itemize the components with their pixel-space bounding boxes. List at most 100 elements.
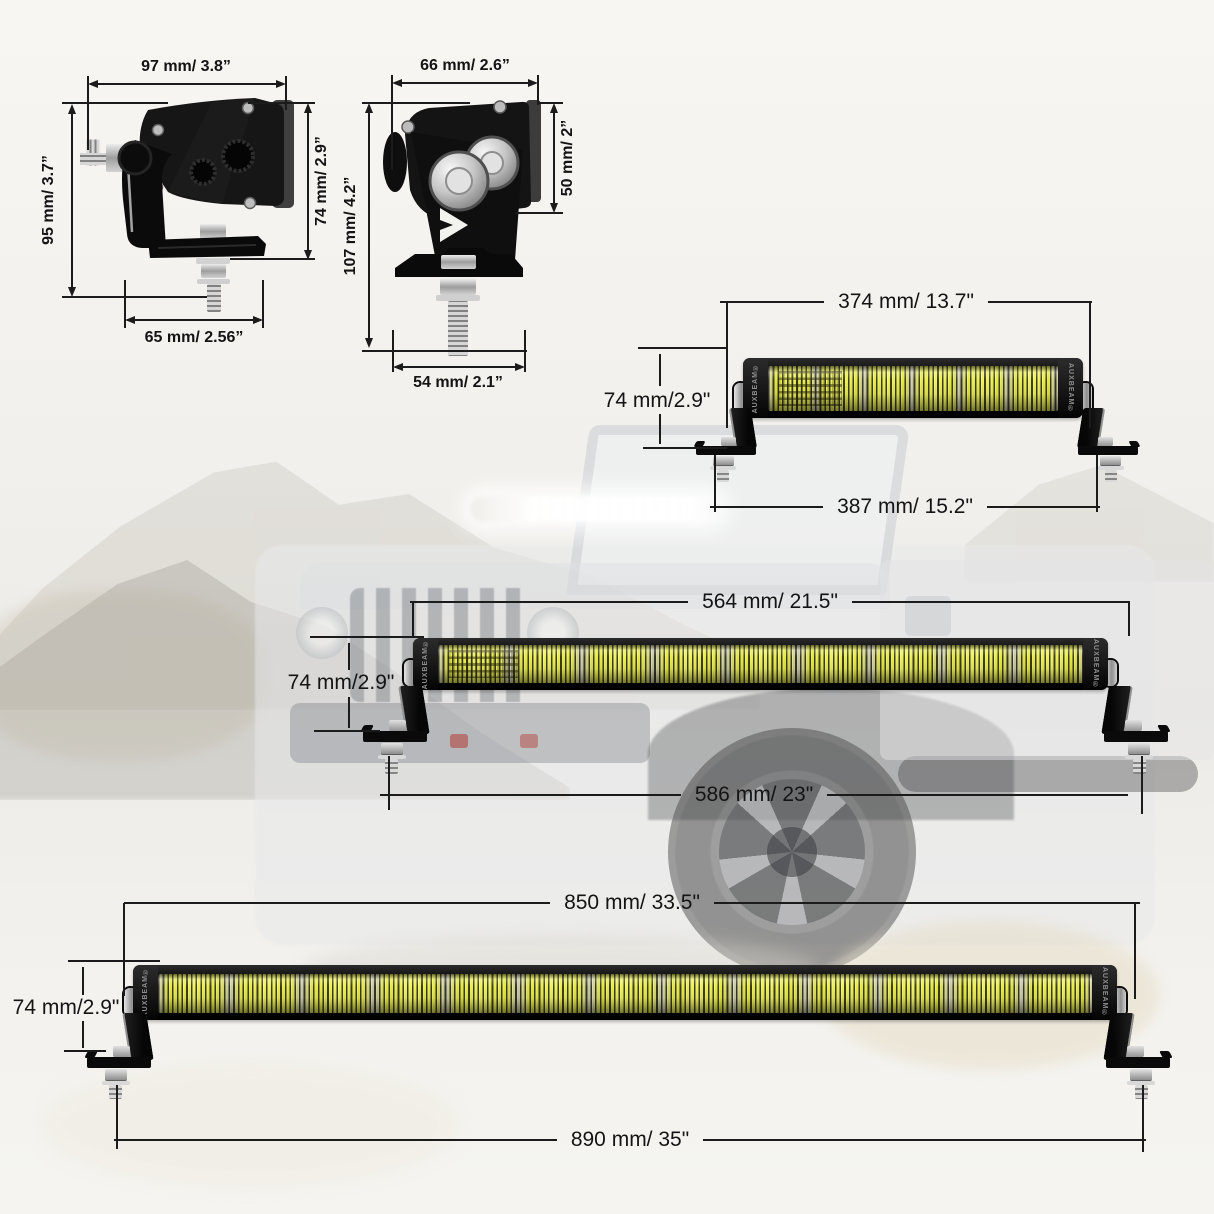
- mount-bracket-left: [87, 1013, 154, 1099]
- hex-nut: [1129, 1068, 1153, 1080]
- led-lens: [158, 974, 1092, 1013]
- bushes-left: [0, 590, 270, 760]
- roof-lightbar-glow: [470, 496, 722, 522]
- ext-line: [123, 903, 125, 996]
- brand-logo: AUXBEAM®: [752, 362, 759, 414]
- side-view-height-right-dimline: [303, 103, 312, 260]
- bolt-head: [389, 719, 406, 731]
- front-view-product-photo: [383, 100, 541, 356]
- ext-line: [659, 354, 661, 386]
- side-view-height-left-dimline: [67, 104, 76, 297]
- threaded-bolt: [1133, 759, 1146, 774]
- ext-line: [1134, 903, 1136, 999]
- hex-nut: [1127, 743, 1151, 755]
- jeep-wheel-hub: [767, 827, 817, 877]
- end-cap-right: AUXBEAM®: [1083, 638, 1108, 690]
- hex-nut: [380, 743, 404, 755]
- ext-line: [1089, 302, 1091, 428]
- brand-logo: AUXBEAM®: [142, 967, 149, 1018]
- ext-line: [524, 330, 526, 372]
- side-view-height-right-label: 74 mm/ 2.9”: [313, 136, 330, 226]
- side-view-width-top-dimline: [88, 79, 286, 88]
- ext-line: [362, 350, 527, 352]
- ext-line: [262, 280, 264, 328]
- ext-line: [82, 1021, 84, 1048]
- brand-logo: AUXBEAM®: [422, 638, 429, 690]
- bracket-foot: [363, 731, 428, 743]
- dim-bar1-mount: 387 mm/ 15.2": [710, 494, 1101, 520]
- ext-line: [659, 414, 661, 444]
- bolt-head: [720, 436, 737, 446]
- front-view-height-left-label: 107 mm/ 4.2”: [342, 176, 359, 276]
- front-view-width-top-label: 66 mm/ 2.6”: [420, 57, 510, 74]
- ext-line: [87, 76, 89, 150]
- jeep-tow-hook-left: [450, 734, 468, 748]
- lightbar-small: AUXBEAM® AUXBEAM®: [734, 358, 1092, 418]
- lightbar-medium: AUXBEAM® AUXBEAM®: [404, 638, 1117, 690]
- brand-logo: AUXBEAM®: [1092, 638, 1099, 690]
- side-view-product-photo: [80, 98, 294, 312]
- ext-line: [388, 756, 390, 810]
- ext-line: [515, 212, 563, 214]
- ext-line: [1142, 1085, 1144, 1152]
- hex-nut: [104, 1068, 128, 1080]
- dim-bar2-length-label: 564 mm/ 21.5": [702, 590, 838, 613]
- washer: [710, 466, 737, 470]
- led-lens: [438, 645, 1083, 683]
- threaded-bolt: [109, 1084, 122, 1099]
- jeep-headlight-left: [296, 607, 348, 659]
- washer: [102, 1080, 130, 1085]
- dim-bar3-height-label: 74 mm/2.9": [12, 996, 120, 1019]
- ext-line: [248, 102, 315, 104]
- jeep-tire: [668, 728, 916, 976]
- ext-line: [538, 102, 563, 104]
- bracket-foot: [1077, 446, 1138, 456]
- brand-logo: AUXBEAM®: [1067, 362, 1074, 414]
- dim-bar2-height-label: 74 mm/2.9": [287, 671, 395, 694]
- bracket-foot: [696, 446, 757, 456]
- jeep-bumper: [290, 703, 650, 763]
- ext-line: [116, 1085, 118, 1149]
- ext-line: [285, 76, 287, 110]
- jeep-tow-hook-right: [520, 734, 538, 748]
- ext-line: [1128, 602, 1130, 636]
- front-view-width-top-dimline: [392, 78, 538, 87]
- ext-line: [1141, 756, 1143, 814]
- ext-line: [314, 730, 380, 732]
- bracket-foot: [1103, 731, 1168, 743]
- end-cap-left: AUXBEAM®: [133, 965, 158, 1020]
- ext-line: [412, 602, 414, 636]
- dim-bar1-length: 374 mm/ 13.7": [720, 289, 1093, 315]
- front-view-height-right-dimline: [549, 103, 558, 213]
- ext-line: [348, 697, 350, 728]
- ext-line: [230, 258, 315, 260]
- mount-bracket-left: [696, 408, 759, 482]
- ext-line: [62, 296, 207, 298]
- ext-line: [82, 967, 84, 995]
- bolt-head: [1097, 436, 1114, 446]
- ext-line: [726, 302, 728, 428]
- dim-bar3-length-label: 850 mm/ 33.5": [564, 891, 700, 914]
- front-view-height-right-label: 50 mm/ 2”: [559, 119, 576, 197]
- bolt-head: [1125, 719, 1142, 731]
- ext-line: [391, 75, 393, 170]
- hex-nut: [712, 456, 734, 466]
- dim-bar2-mount: 586 mm/ 23": [380, 782, 1128, 808]
- dim-bar1-mount-label: 387 mm/ 15.2": [837, 495, 973, 518]
- bracket-foot: [87, 1057, 152, 1068]
- end-cap-left: AUXBEAM®: [413, 638, 438, 690]
- dim-bar1-length-label: 374 mm/ 13.7": [838, 290, 974, 313]
- bracket-foot: [1105, 1057, 1170, 1068]
- ext-line: [64, 1050, 106, 1052]
- dim-bar2-mount-label: 586 mm/ 23": [694, 783, 814, 806]
- dim-bar3-mount: 890 mm/ 35": [114, 1127, 1146, 1153]
- ext-line: [124, 280, 126, 328]
- dim-bar2-length: 564 mm/ 21.5": [410, 589, 1131, 615]
- front-view-height-left-dimline: [364, 103, 373, 348]
- ext-line: [62, 102, 168, 104]
- threaded-bolt: [1105, 469, 1117, 482]
- mount-bracket-right: [1101, 686, 1168, 774]
- ext-line: [392, 330, 394, 372]
- certification-print: [778, 371, 842, 406]
